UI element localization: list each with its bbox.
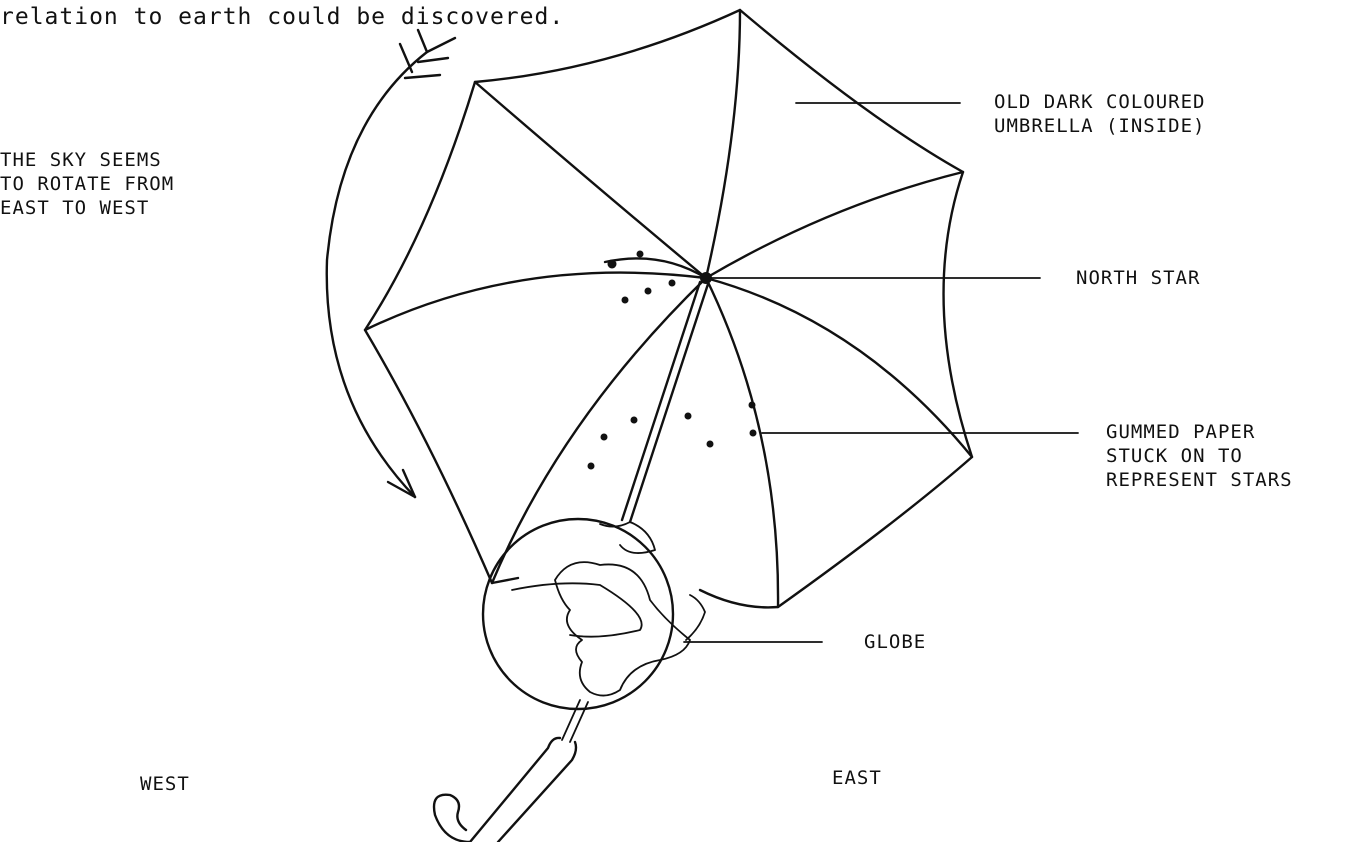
globe-label: GLOBE bbox=[864, 630, 926, 654]
north-star-label: NORTH STAR bbox=[1076, 266, 1200, 290]
umbrella-ribs bbox=[365, 10, 972, 607]
gummed-paper-label: GUMMED PAPER STUCK ON TO REPRESENT STARS bbox=[1106, 420, 1293, 492]
gummed-paper-stars bbox=[588, 251, 757, 470]
umbrella-handle bbox=[434, 738, 576, 842]
umbrella-shaft bbox=[562, 282, 708, 742]
globe bbox=[483, 519, 705, 709]
umbrella-canopy-outline bbox=[365, 10, 972, 607]
east-label: EAST bbox=[832, 766, 882, 790]
caption-text: relation to earth could be discovered. bbox=[0, 4, 564, 30]
sky-rotation-label: THE SKY SEEMS TO ROTATE FROM EAST TO WES… bbox=[0, 148, 174, 220]
umbrella-label: OLD DARK COLOURED UMBRELLA (INSIDE) bbox=[994, 90, 1205, 138]
west-label: WEST bbox=[140, 772, 190, 796]
north-star-dot bbox=[700, 272, 712, 284]
rotation-arrow bbox=[327, 30, 455, 497]
